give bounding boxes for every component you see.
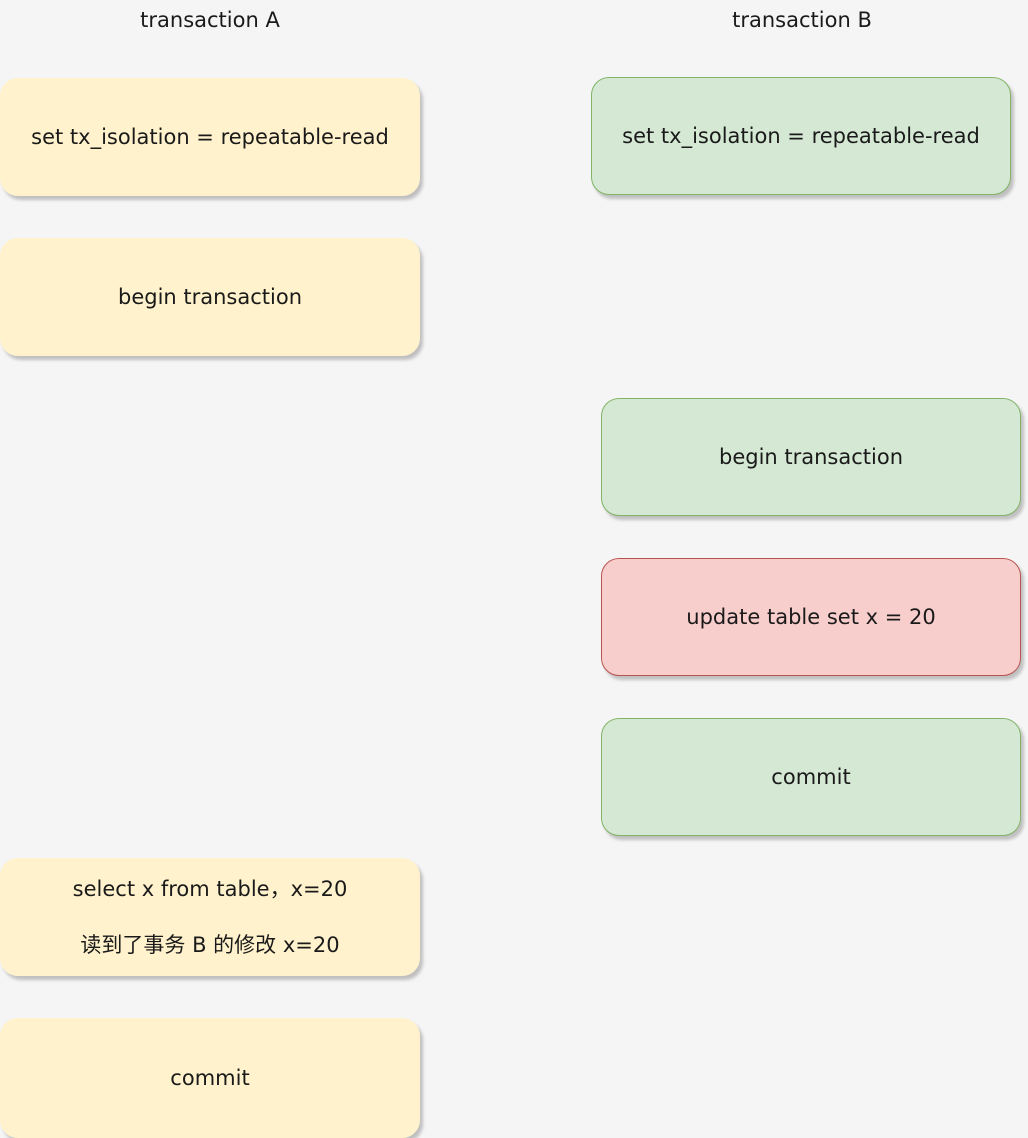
b-begin-transaction-label: begin transaction (718, 445, 904, 469)
b-commit-label: commit (771, 765, 851, 789)
transaction-b-title: transaction B (732, 8, 872, 32)
b-commit-box: commit (601, 718, 1021, 836)
a-commit-box: commit (0, 1018, 420, 1138)
b-set-isolation-box: set tx_isolation = repeatable-read (591, 77, 1011, 195)
a-begin-transaction-label: begin transaction (117, 285, 303, 309)
a-begin-transaction-box: begin transaction (0, 238, 420, 356)
a-set-isolation-box: set tx_isolation = repeatable-read (0, 78, 420, 196)
a-select-query-label: select x from table，x=20 (72, 877, 348, 901)
a-select-box: select x from table，x=20 读到了事务 B 的修改 x=2… (0, 858, 420, 976)
b-update-label: update table set x = 20 (686, 605, 936, 629)
a-commit-label: commit (170, 1066, 250, 1090)
transaction-a-title: transaction A (140, 8, 280, 32)
a-select-result-label: 读到了事务 B 的修改 x=20 (80, 933, 340, 957)
b-begin-transaction-box: begin transaction (601, 398, 1021, 516)
b-update-box: update table set x = 20 (601, 558, 1021, 676)
b-set-isolation-label: set tx_isolation = repeatable-read (622, 124, 980, 148)
a-set-isolation-label: set tx_isolation = repeatable-read (31, 125, 389, 149)
